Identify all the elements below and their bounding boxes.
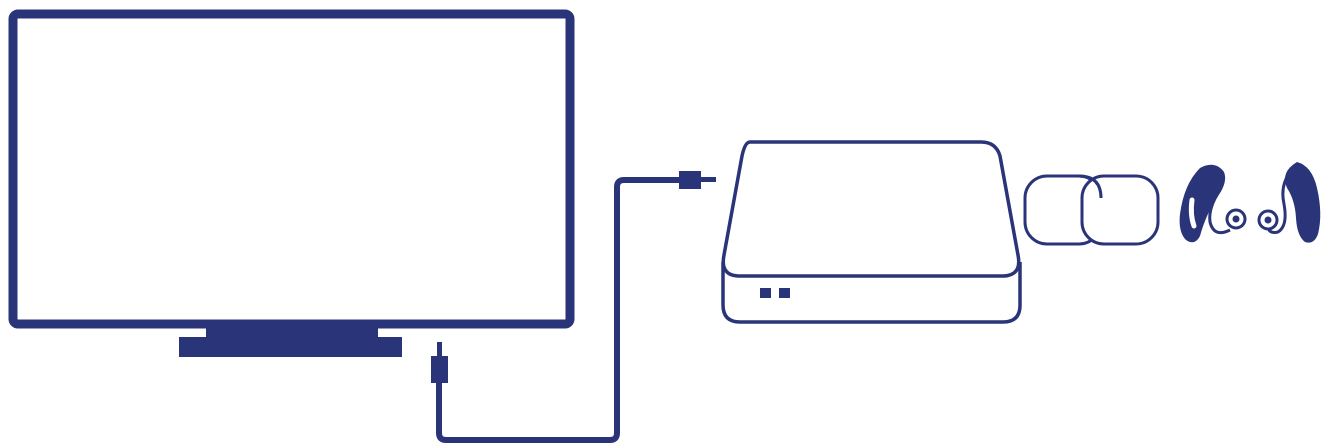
wireless-signal-icon bbox=[1023, 174, 1160, 246]
hearing-aid-left-body bbox=[1179, 164, 1226, 243]
streamer-led-2 bbox=[779, 288, 790, 298]
cable-wire bbox=[436, 177, 682, 443]
hearing-aid-right-tube bbox=[1266, 171, 1292, 234]
hearing-aid-left-tube bbox=[1208, 189, 1231, 235]
television-icon bbox=[8, 9, 575, 357]
tv-streamer-box-icon bbox=[721, 140, 1022, 324]
streamer-front bbox=[721, 262, 1022, 324]
streamer-top bbox=[721, 140, 1021, 278]
streamer-plug-tip bbox=[700, 177, 716, 182]
streamer-led-1 bbox=[760, 288, 771, 298]
wireless-ring-left-overlap bbox=[1078, 174, 1103, 199]
hearing-aid-left-highlight bbox=[1188, 197, 1197, 229]
tv-stand-neck bbox=[206, 324, 378, 338]
hearing-aids-icon bbox=[1179, 162, 1321, 243]
audio-cable-icon bbox=[431, 171, 716, 443]
tv-stand-base bbox=[179, 337, 402, 357]
wireless-ring-right bbox=[1080, 174, 1160, 246]
streamer-plug-body bbox=[679, 171, 701, 189]
hearing-aid-left-dome-center bbox=[1232, 215, 1240, 223]
tv-plug-body bbox=[431, 356, 448, 383]
hearing-aid-right-body bbox=[1284, 162, 1321, 243]
tv-screen bbox=[8, 9, 575, 329]
tv-plug-tip bbox=[437, 342, 442, 358]
hearing-aid-left bbox=[1179, 164, 1247, 243]
hearing-aid-right bbox=[1257, 162, 1321, 243]
hearing-aid-right-dome-center bbox=[1264, 216, 1272, 224]
